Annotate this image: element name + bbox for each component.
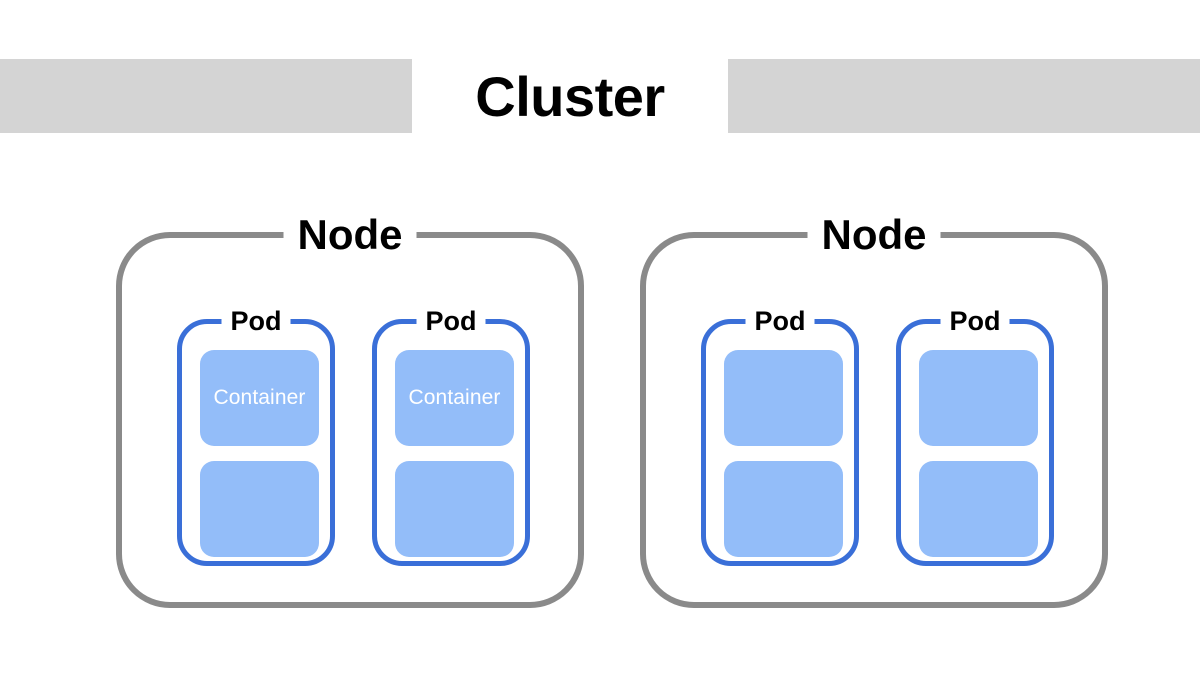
container-box-2-2-2: [919, 461, 1038, 557]
container-box-2-1-1: [724, 350, 843, 446]
container-box-1-2-2: [395, 461, 514, 557]
container-box-1-2-1: Container: [395, 350, 514, 446]
pod-label-2-2: Pod: [940, 302, 1010, 340]
container-box-1-1-2: [200, 461, 319, 557]
pod-box-1-1: Pod Container: [177, 302, 335, 566]
container-box-2-2-1: [919, 350, 1038, 446]
container-box-2-1-2: [724, 461, 843, 557]
title-band-left: [0, 59, 412, 133]
pod-label-1-1: Pod: [221, 302, 291, 340]
node-label-1: Node: [283, 207, 417, 263]
node-box-2: Node Pod Pod: [640, 207, 1108, 608]
pod-box-1-2: Pod Container: [372, 302, 530, 566]
node-box-1: Node Pod Container Pod Container: [116, 207, 584, 608]
cluster-title: Cluster: [475, 64, 665, 128]
title-band-right: [728, 59, 1200, 133]
container-label-1-2-1: Container: [408, 386, 501, 409]
pod-box-2-1: Pod: [701, 302, 859, 566]
container-label-1-1-1: Container: [213, 386, 306, 409]
pod-box-2-2: Pod: [896, 302, 1054, 566]
pod-label-2-1: Pod: [745, 302, 815, 340]
container-box-1-1-1: Container: [200, 350, 319, 446]
node-label-2: Node: [807, 207, 941, 263]
pod-label-1-2: Pod: [416, 302, 486, 340]
